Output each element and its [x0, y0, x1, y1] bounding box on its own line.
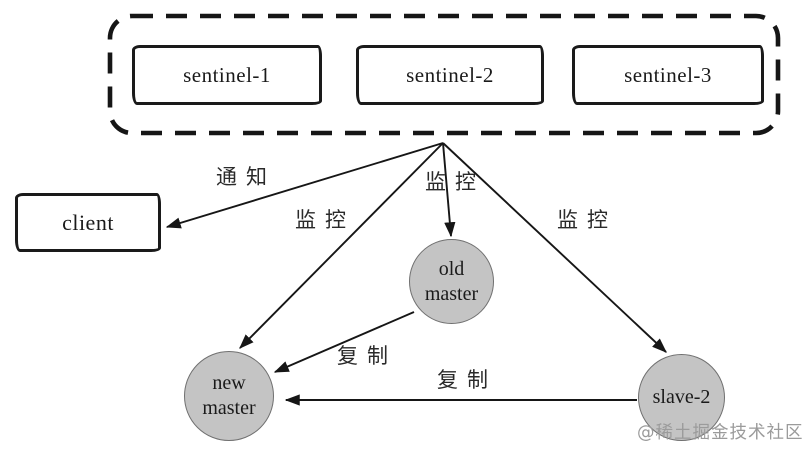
sentinel-3-node: sentinel-3 [572, 45, 764, 105]
client-node: client [15, 193, 161, 252]
old-master-label-line1: old [438, 257, 465, 280]
replicate-upper-edge-label: 复制 [337, 344, 397, 368]
edge-notify-line [165, 142, 444, 229]
new-master-label-line2: master [202, 397, 256, 419]
replicate-lower-edge-label: 复制 [437, 368, 497, 392]
monitor-left-edge-label: 监控 [295, 208, 355, 232]
edge-replicate-old-to-new-line [273, 311, 415, 373]
old-master-label-line2: master [424, 282, 479, 305]
slave2-label: slave-2 [652, 386, 711, 408]
edge-monitor-new-master-line [239, 142, 444, 349]
monitor-right-edge-label: 监控 [557, 208, 617, 232]
old-master-node: old master [409, 239, 494, 324]
watermark-text: @稀土掘金技术社区 [637, 423, 804, 443]
sentinel-2-label: sentinel-2 [406, 62, 494, 87]
client-label: client [62, 209, 114, 235]
notify-edge-label: 通知 [216, 165, 276, 189]
sentinel-1-label: sentinel-1 [183, 62, 271, 87]
monitor-middle-edge-label: 监控 [425, 170, 485, 194]
new-master-node: new master [184, 351, 274, 441]
edge-monitor-old-master-line [442, 142, 456, 238]
sentinel-group-border [107, 13, 781, 136]
sentinel-3-label: sentinel-3 [624, 62, 712, 87]
edge-monitor-slave2-line [442, 142, 667, 353]
sentinel-2-node: sentinel-2 [356, 45, 544, 105]
slave2-node: slave-2 [638, 354, 725, 441]
new-master-label-line1: new [212, 372, 246, 394]
sentinel-1-node: sentinel-1 [132, 45, 322, 105]
